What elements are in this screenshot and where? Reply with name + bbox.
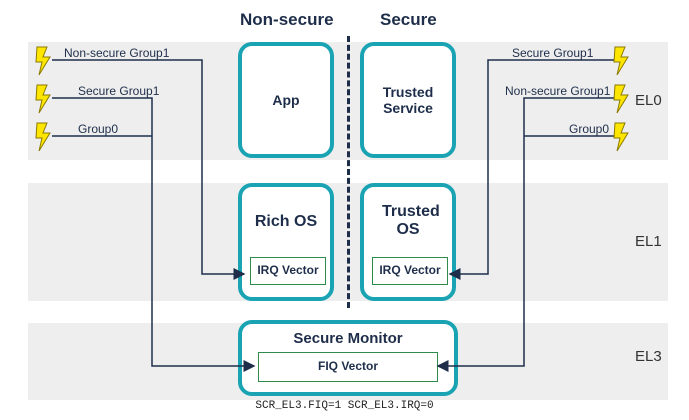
lightning-bolt-icon	[613, 46, 629, 76]
left-source-label: Group0	[78, 122, 119, 136]
trusted-service-box: Trusted Service	[360, 42, 456, 158]
lightning-bolt-icon	[613, 122, 629, 152]
lightning-bolt-icon	[613, 84, 629, 114]
rich-os-box: Rich OS IRQ Vector	[238, 183, 334, 301]
el3-label: EL3	[635, 348, 662, 365]
el1-label: EL1	[635, 233, 662, 250]
trusted-os-box: Trusted OS IRQ Vector	[360, 183, 456, 301]
non-secure-heading: Non-secure	[240, 10, 334, 29]
left-source-label: Non-secure Group1	[64, 46, 170, 60]
rich-os-irq-vector: IRQ Vector	[250, 257, 326, 285]
lightning-bolt-icon	[35, 46, 51, 76]
el0-label: EL0	[635, 92, 662, 109]
wire-right-ns-group1	[436, 97, 618, 372]
wire-left-s-group1	[52, 97, 256, 372]
trusted-os-title: Trusted OS	[382, 203, 440, 239]
right-source-label: Group0	[569, 122, 610, 136]
secure-monitor-box: Secure Monitor FIQ Vector	[238, 320, 458, 396]
secure-monitor-title: Secure Monitor	[293, 330, 403, 347]
trusted-service-title: Trusted Service	[382, 84, 434, 117]
app-box: App	[238, 42, 334, 158]
app-title: App	[272, 92, 300, 108]
wire-left-ns-group1	[52, 59, 246, 280]
wire-right-s-group1	[448, 59, 618, 280]
secure-heading: Secure	[380, 10, 437, 29]
lightning-bolt-icon	[35, 122, 51, 152]
security-divider	[347, 36, 350, 308]
rich-os-title: Rich OS	[254, 213, 318, 230]
fiq-vector: FIQ Vector	[258, 352, 438, 382]
scr-el3-config: SCR_EL3.FIQ=1 SCR_EL3.IRQ=0	[255, 400, 434, 412]
right-source-label: Non-secure Group1	[505, 84, 611, 98]
right-source-label: Secure Group1	[512, 46, 594, 60]
trusted-os-irq-vector: IRQ Vector	[372, 257, 448, 285]
lightning-bolt-icon	[35, 84, 51, 114]
left-source-label: Secure Group1	[78, 84, 160, 98]
